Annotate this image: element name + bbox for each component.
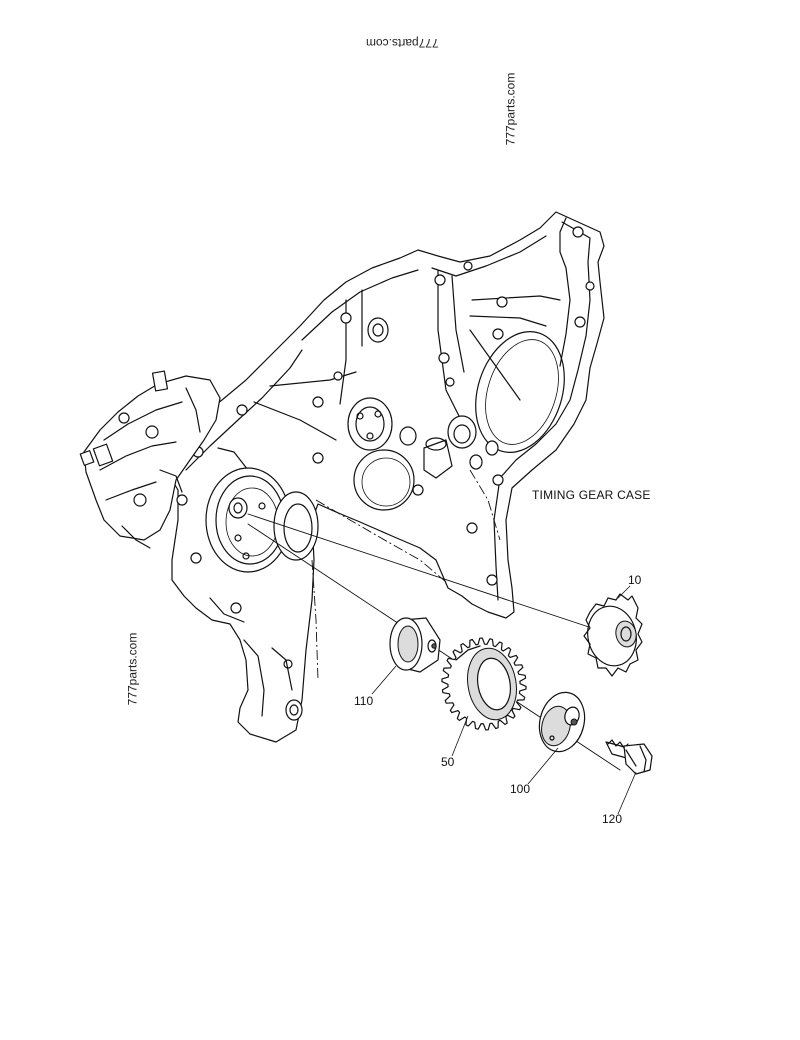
idler-gear-part-50 xyxy=(441,637,527,731)
part-number-50: 50 xyxy=(441,755,455,769)
injection-pump-assembly xyxy=(79,370,221,549)
part-number-110: 110 xyxy=(354,694,374,708)
diagram-title: TIMING GEAR CASE xyxy=(532,488,651,502)
timing-gear-case xyxy=(165,211,605,743)
bushing-part-110 xyxy=(389,617,441,673)
thrust-plate-part-100 xyxy=(538,691,586,753)
bolt-part-120 xyxy=(605,739,653,775)
leader-lines xyxy=(371,585,637,815)
small-gear-part-10 xyxy=(583,593,643,677)
watermark-top: 777parts.com xyxy=(366,36,439,50)
part-number-120: 120 xyxy=(602,812,623,826)
part-number-10: 10 xyxy=(628,573,642,587)
part-number-100: 100 xyxy=(510,782,531,796)
watermark-top-right: 777parts.com xyxy=(503,72,518,146)
watermark-left: 777parts.com xyxy=(125,632,140,706)
